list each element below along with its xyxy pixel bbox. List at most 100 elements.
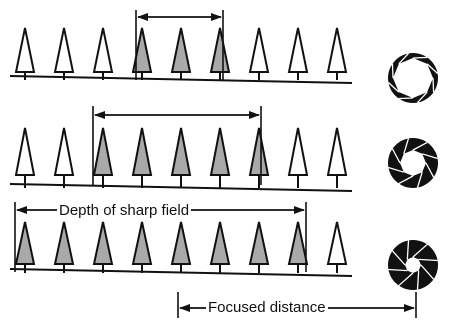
sharp-field-arrow-row-2 bbox=[92, 106, 262, 185]
tree-in-focus bbox=[287, 221, 309, 273]
tree-in-focus bbox=[170, 221, 192, 273]
blade-edge bbox=[398, 272, 414, 287]
tree-in-focus bbox=[14, 221, 36, 273]
tree-in-focus bbox=[209, 221, 231, 273]
arrow-head bbox=[94, 111, 105, 119]
tree-in-focus bbox=[131, 127, 153, 188]
tree-canopy bbox=[131, 221, 153, 265]
tree-out-of-focus bbox=[53, 27, 75, 80]
tree-out-of-focus bbox=[248, 27, 270, 80]
arrow-head bbox=[211, 13, 222, 21]
blade-edge bbox=[432, 77, 435, 93]
blade-edge bbox=[425, 162, 435, 178]
tree-row-1 bbox=[9, 27, 353, 84]
tree-out-of-focus bbox=[326, 127, 348, 188]
aperture-blades bbox=[388, 53, 438, 103]
tree-in-focus bbox=[170, 127, 192, 188]
tree-canopy bbox=[326, 221, 348, 265]
tree-canopy bbox=[14, 27, 36, 73]
depth-of-sharp-field-label: Depth of sharp field bbox=[57, 202, 192, 220]
blade-edge bbox=[398, 52, 409, 65]
arrow-head bbox=[404, 304, 415, 312]
blade-edge bbox=[391, 148, 401, 164]
tree-canopy bbox=[170, 127, 192, 176]
tree-canopy bbox=[14, 127, 36, 176]
tree-out-of-focus bbox=[326, 221, 348, 273]
blade-edge bbox=[412, 141, 428, 151]
tree-canopy bbox=[14, 221, 36, 265]
tree-out-of-focus bbox=[287, 127, 309, 188]
tree-canopy bbox=[92, 27, 114, 73]
tree-canopy bbox=[170, 221, 192, 265]
tree-in-focus bbox=[131, 221, 153, 273]
tree-out-of-focus bbox=[287, 27, 309, 80]
tree-in-focus bbox=[92, 221, 114, 273]
tree-in-focus bbox=[209, 27, 231, 80]
tree-canopy bbox=[326, 27, 348, 73]
tree-canopy bbox=[170, 27, 192, 73]
blade-edge bbox=[398, 175, 414, 185]
tree-out-of-focus bbox=[326, 27, 348, 80]
aperture-wide-icon bbox=[387, 52, 439, 104]
arrow-head bbox=[179, 304, 190, 312]
arrow-head bbox=[137, 13, 148, 21]
sharp-field-arrow-row-1 bbox=[135, 10, 224, 80]
blade-edge bbox=[406, 240, 410, 260]
blade-edge bbox=[412, 243, 428, 258]
tree-in-focus bbox=[248, 221, 270, 273]
aperture-medium-icon bbox=[388, 138, 438, 188]
tree-in-focus bbox=[53, 221, 75, 273]
tree-in-focus bbox=[92, 127, 114, 188]
aperture-blades bbox=[388, 138, 438, 188]
blade-edge bbox=[403, 138, 410, 154]
tree-canopy bbox=[209, 221, 231, 265]
blade-edge bbox=[388, 166, 404, 173]
tree-canopy bbox=[53, 127, 75, 176]
tree-out-of-focus bbox=[53, 127, 75, 188]
tree-in-focus bbox=[170, 27, 192, 80]
blade-edge bbox=[391, 63, 394, 79]
tree-canopy bbox=[131, 127, 153, 176]
blade-edge bbox=[420, 264, 435, 280]
tree-canopy bbox=[248, 127, 270, 176]
arrow-head bbox=[294, 206, 305, 214]
tree-canopy bbox=[131, 27, 153, 73]
blade-edge bbox=[388, 268, 408, 272]
blade-edge bbox=[418, 258, 438, 262]
blade-edge bbox=[416, 172, 423, 188]
blade-edge bbox=[417, 91, 428, 104]
blade-edge bbox=[426, 63, 439, 74]
arrow-head bbox=[249, 111, 260, 119]
tree-canopy bbox=[326, 127, 348, 176]
tree-canopy bbox=[248, 221, 270, 265]
blade-edge bbox=[422, 153, 438, 160]
tree-out-of-focus bbox=[92, 27, 114, 80]
aperture-small-icon bbox=[388, 240, 438, 290]
blade-edge bbox=[416, 270, 420, 290]
arrow-head bbox=[16, 206, 27, 214]
tree-in-focus bbox=[131, 27, 153, 80]
tree-canopy bbox=[92, 221, 114, 265]
tree-canopy bbox=[287, 27, 309, 73]
focused-distance-label: Focused distance bbox=[206, 299, 328, 317]
tree-canopy bbox=[53, 221, 75, 265]
tree-out-of-focus bbox=[14, 27, 36, 80]
tree-canopy bbox=[92, 127, 114, 176]
aperture-blades bbox=[388, 240, 438, 290]
tree-in-focus bbox=[209, 127, 231, 188]
tree-row-3 bbox=[9, 221, 353, 277]
blade-edge bbox=[412, 56, 428, 59]
tree-canopy bbox=[53, 27, 75, 73]
tree-canopy bbox=[248, 27, 270, 73]
tree-canopy bbox=[287, 221, 309, 265]
tree-canopy bbox=[287, 127, 309, 176]
blade-edge bbox=[387, 82, 400, 93]
blade-edge bbox=[391, 250, 406, 266]
tree-canopy bbox=[209, 127, 231, 176]
tree-row-2 bbox=[9, 127, 353, 192]
tree-in-focus bbox=[248, 127, 270, 188]
tree-canopy bbox=[209, 27, 231, 73]
blade-edge bbox=[398, 97, 414, 100]
tree-out-of-focus bbox=[14, 127, 36, 188]
